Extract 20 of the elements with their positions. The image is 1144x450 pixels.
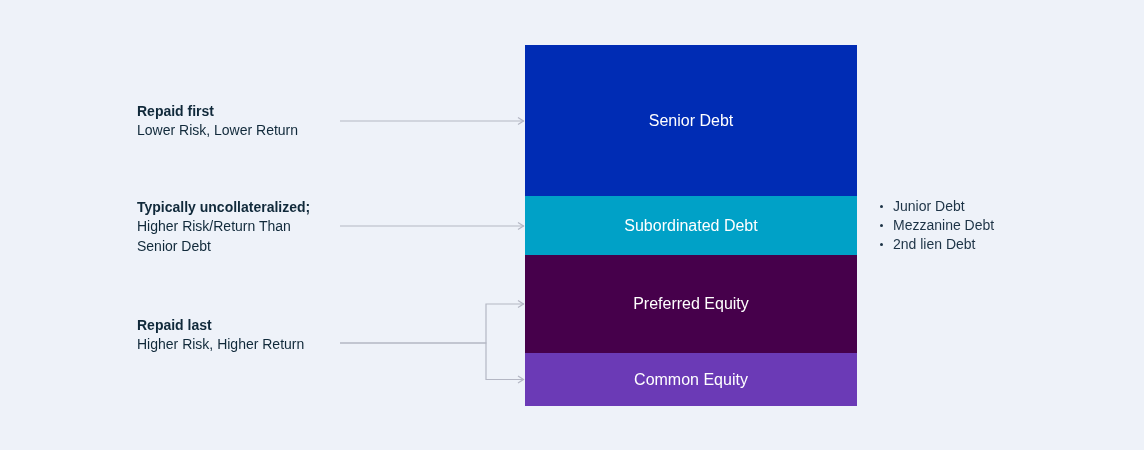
arrow xyxy=(339,221,525,231)
tier-label: Common Equity xyxy=(634,370,748,389)
arrow xyxy=(339,116,525,126)
note-text: Higher Risk/Return Than Senior Debt xyxy=(137,217,292,256)
tier-block xyxy=(525,255,857,353)
note-heading: Repaid last xyxy=(137,315,212,335)
list-item: 2nd lien Debt xyxy=(893,235,976,254)
tier-label: Preferred Equity xyxy=(633,295,749,313)
arrow xyxy=(339,342,525,384)
tier-block xyxy=(525,45,857,196)
tier-label: Senior Debt xyxy=(648,111,734,130)
tier-block xyxy=(525,353,857,406)
list-item: Mezzanine Debt xyxy=(893,216,995,235)
note-heading: Repaid first xyxy=(137,101,214,121)
note-text: Higher Risk, Higher Return xyxy=(137,335,305,354)
note-heading: Typically uncollateralized; xyxy=(137,197,311,217)
tier-label: Subordinated Debt xyxy=(624,216,758,235)
tier-block xyxy=(525,196,857,255)
list-item: Junior Debt xyxy=(893,197,965,216)
note-text: Lower Risk, Lower Return xyxy=(137,121,299,140)
